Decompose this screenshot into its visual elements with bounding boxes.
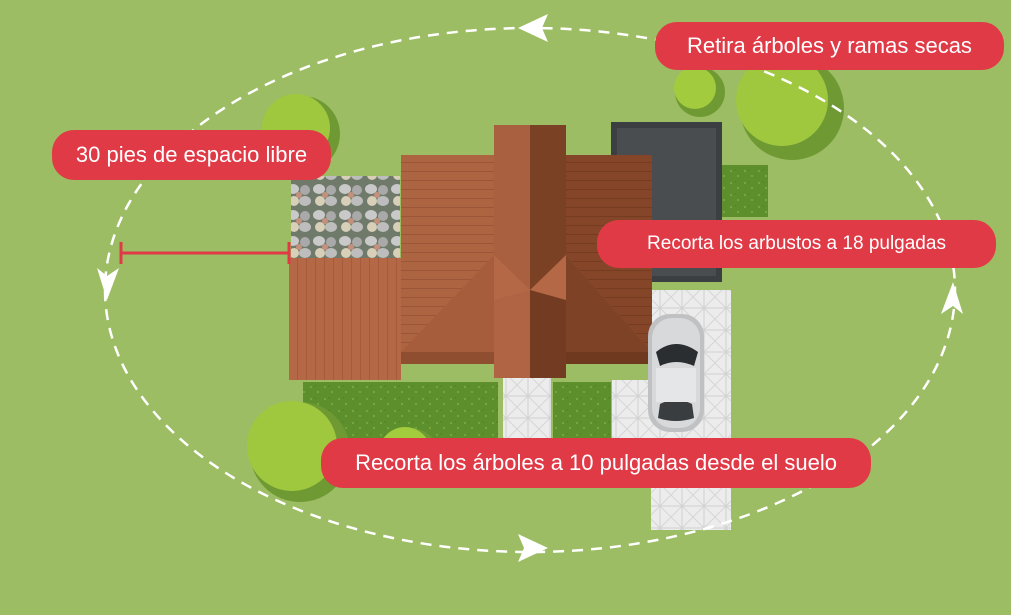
- stone-patio: [291, 176, 400, 258]
- remove-dead-trees-label: Retira árboles y ramas secas: [655, 22, 1004, 70]
- measure-line-icon: [119, 242, 291, 264]
- hedges: [303, 165, 768, 438]
- trim-trees-label: Recorta los árboles a 10 pulgadas desde …: [321, 438, 871, 488]
- car-icon: [648, 314, 704, 432]
- clearance-distance-label: 30 pies de espacio libre: [52, 130, 331, 180]
- house-roof-icon: [289, 125, 652, 380]
- side-walkway: [612, 380, 652, 438]
- tree-icon: [736, 54, 844, 160]
- ring-arrows: [97, 14, 963, 562]
- tree-icon: [674, 67, 725, 117]
- trim-shrubs-label: Recorta los arbustos a 18 pulgadas: [597, 220, 996, 268]
- walkway: [503, 378, 551, 438]
